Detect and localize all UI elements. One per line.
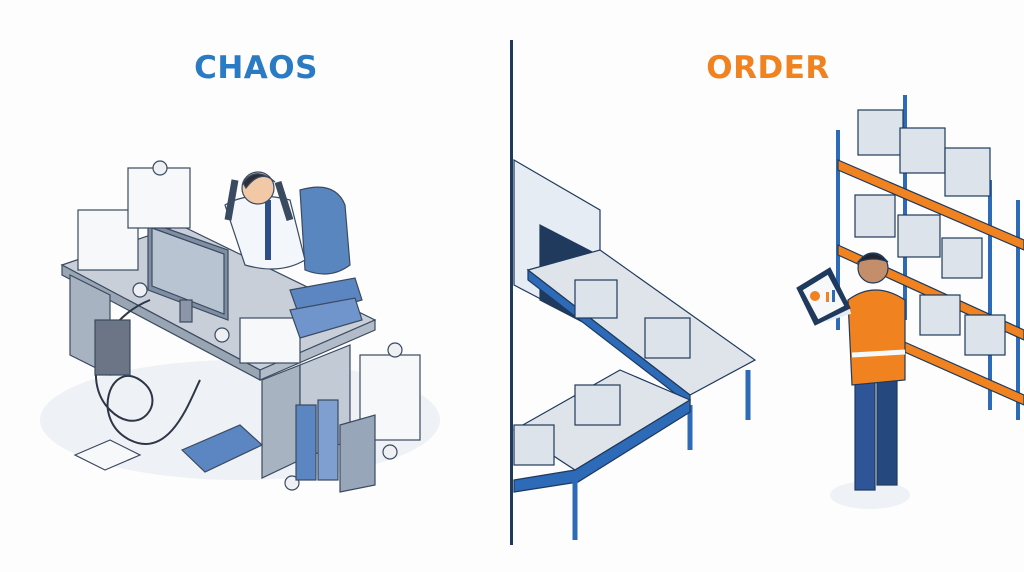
stressed-worker — [224, 171, 306, 270]
chaos-title: CHAOS — [194, 50, 318, 86]
order-scene — [512, 95, 1024, 540]
paper-stacks — [73, 160, 421, 491]
computer-tower — [94, 319, 131, 376]
binders — [180, 277, 376, 493]
monitor — [147, 221, 229, 323]
panel-divider — [510, 40, 513, 545]
boxes-on-conveyor — [513, 279, 691, 466]
office-chair — [299, 186, 351, 275]
order-title: ORDER — [706, 50, 830, 86]
tablet-icon — [796, 267, 851, 326]
chaos-scene — [40, 160, 440, 493]
